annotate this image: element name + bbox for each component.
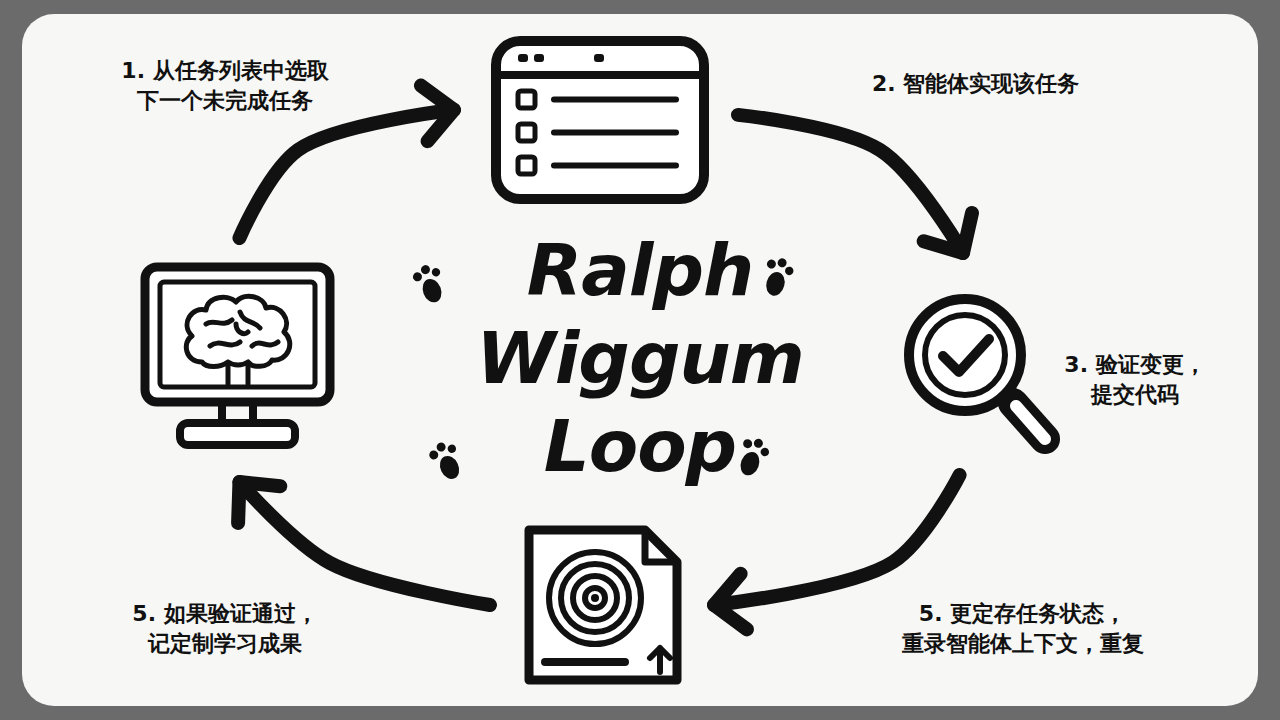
handle-outline <box>1013 403 1045 439</box>
window-dot <box>594 54 604 62</box>
task-line <box>554 163 676 169</box>
step-caption: 3. 验证变更， 提交代码 <box>1055 350 1215 411</box>
target-ring <box>585 588 605 608</box>
monitor-brain-icon: 5. 如果验证通过， 记定制学习成果 <box>140 262 335 452</box>
task-line <box>554 130 676 136</box>
icon-drawing <box>895 285 1065 465</box>
upload-arrow <box>650 648 670 672</box>
target-dot <box>591 594 599 602</box>
folded-corner <box>645 530 677 562</box>
paw-print <box>733 434 772 480</box>
lens-ring <box>909 299 1021 411</box>
paw-print <box>410 261 449 307</box>
paw-print <box>759 255 796 299</box>
lens-inner <box>925 315 1005 395</box>
icon-drawing <box>490 35 710 205</box>
magnifier-check-icon: 3. 验证变更， 提交代码 <box>895 285 1065 465</box>
handle-fill <box>1016 406 1045 439</box>
step-caption: 2. 智能体实现该任务 <box>868 70 1083 99</box>
flow-arrow <box>738 115 963 253</box>
checkbox <box>518 124 535 141</box>
step-caption: 5. 更定存任务状态， 重录智能体上下文，重复 <box>850 599 1195 660</box>
brain-folds <box>206 312 278 346</box>
window-frame <box>496 41 704 199</box>
doc-line <box>545 658 625 666</box>
target-ring <box>549 552 641 644</box>
window-dot <box>534 54 544 62</box>
document-outline <box>529 530 677 680</box>
monitor-base <box>180 423 295 445</box>
brain-outline <box>186 296 289 384</box>
step-caption: 5. 如果验证通过， 记定制学习成果 <box>80 599 370 660</box>
target-document-icon: 5. 更定存任务状态， 重录智能体上下文，重复 <box>515 520 690 690</box>
monitor-frame <box>145 267 330 402</box>
white-panel <box>22 14 1258 706</box>
monitor-screen <box>160 282 315 387</box>
step-caption: 1. 从任务列表中选取 下一个未完成任务 <box>80 56 370 117</box>
check-mark <box>943 339 989 372</box>
flow-arrow <box>714 475 960 605</box>
icon-drawing <box>140 262 335 452</box>
paw-print <box>426 437 467 484</box>
task-list-icon: 1. 从任务列表中选取 下一个未完成任务 <box>490 35 710 205</box>
checkbox <box>518 157 535 174</box>
target-ring <box>561 564 629 632</box>
task-line <box>554 97 676 103</box>
icon-drawing <box>515 520 690 690</box>
flow-arrow <box>239 482 490 605</box>
diagram-title: Ralph Wiggum Loop <box>430 226 850 490</box>
checkbox <box>518 91 535 108</box>
window-dot <box>518 54 528 62</box>
flow-arrow <box>239 110 454 238</box>
header-rule <box>496 71 704 79</box>
target-ring <box>573 576 617 620</box>
